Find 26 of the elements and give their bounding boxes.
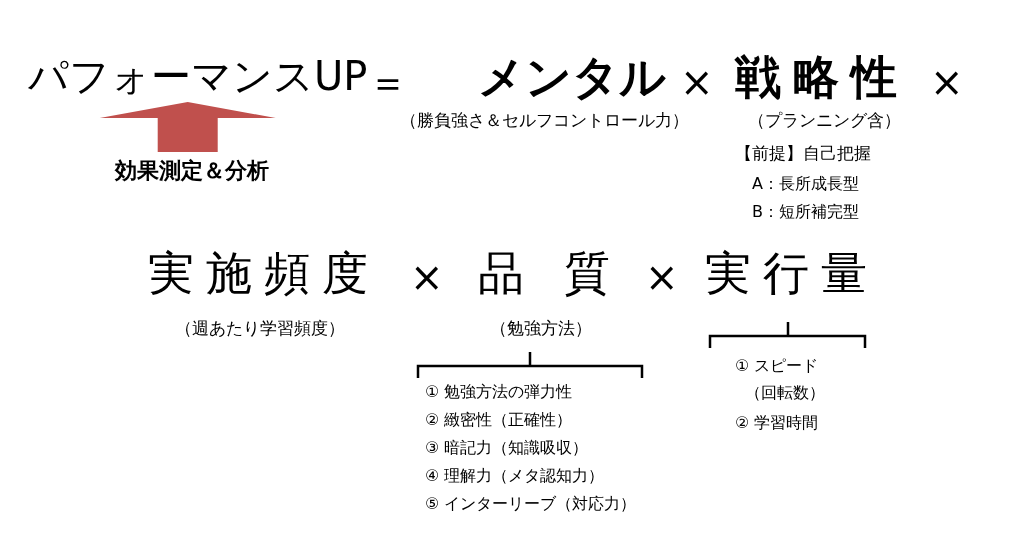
multiply-sign: ×: [930, 58, 964, 106]
formula-term: メンタル: [478, 50, 666, 106]
list-item: ① スピード: [735, 356, 819, 376]
formula-term: 実施頻度: [148, 246, 380, 302]
formula-term: 実行量: [705, 246, 879, 302]
multiply-sign: ×: [410, 253, 444, 301]
arrow: [99, 102, 276, 152]
note-text: 【前提】自己把握: [735, 143, 871, 164]
list-item: ① 勉強方法の弾力性: [425, 382, 573, 402]
caption-text: 効果測定＆分析: [115, 158, 269, 185]
formula-term: 戦略性: [735, 50, 909, 106]
list-item: ④ 理解力（メタ認知力）: [425, 466, 605, 486]
note-text: （勝負強さ＆セルフコントロール力）: [400, 110, 689, 131]
note-text: B：短所補完型: [752, 202, 859, 222]
note-text: A：長所成長型: [752, 174, 859, 194]
formula-term: パフォーマンスUP: [28, 52, 368, 100]
list-item: （回転数）: [745, 383, 825, 403]
note-text: （勉強方法）: [490, 318, 592, 339]
note-text: （週あたり学習頻度）: [175, 318, 345, 339]
note-text: （プランニング含）: [748, 110, 901, 131]
list-item: ③ 暗記力（知識吸収）: [425, 438, 589, 458]
equals-sign: ＝: [368, 58, 408, 106]
list-item: ② 学習時間: [735, 413, 819, 433]
multiply-sign: ×: [680, 58, 714, 106]
list-item: ② 緻密性（正確性）: [425, 410, 573, 430]
list-item: ⑤ インターリーブ（対応力）: [425, 494, 637, 514]
